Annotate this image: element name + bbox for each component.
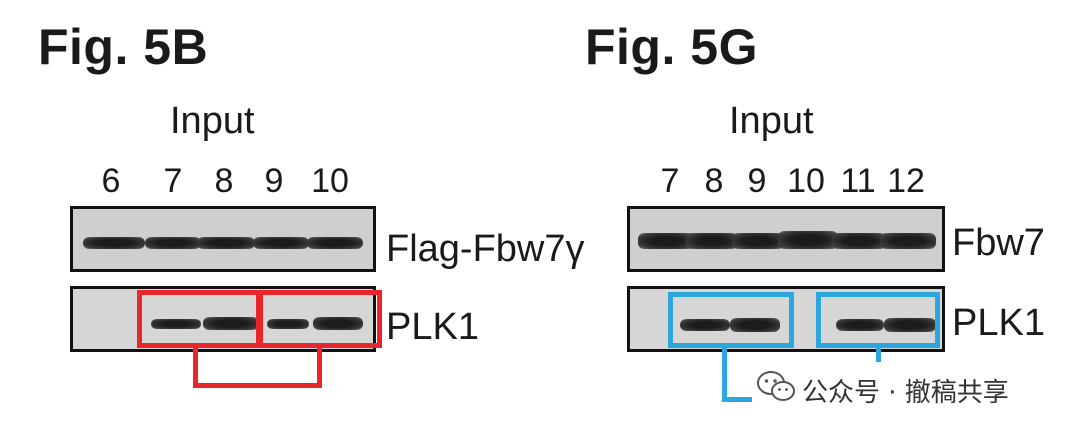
fig-5b-band [253, 237, 309, 249]
fig-5g-title: Fig. 5G [585, 19, 758, 75]
fig-5b-label-plk1: PLK1 [386, 306, 479, 348]
fig-5g-band [686, 233, 738, 249]
fig-5b-lane-7: 7 [163, 162, 183, 200]
fig-5g-highlight-connector-right [876, 346, 881, 362]
fig-5b-lane-10: 10 [311, 162, 349, 200]
fig-5g-highlight-right [816, 292, 940, 348]
fig-5g-lane-9: 9 [747, 162, 767, 200]
fig-5b-title: Fig. 5B [38, 19, 209, 75]
fig-5g-blot-fbw7 [627, 206, 945, 272]
fig-5g-band [732, 233, 784, 249]
fig-5g-blot-plk1 [627, 286, 945, 352]
fig-5g-band [730, 318, 780, 332]
fig-5g-band [680, 319, 730, 331]
fig-5g-band [880, 233, 936, 249]
fig-5b-lane-9: 9 [264, 162, 284, 200]
fig-5g-band [778, 231, 838, 249]
fig-5b-band [313, 317, 363, 330]
fig-5g-band [832, 233, 886, 249]
fig-5g-lane-7: 7 [660, 162, 680, 200]
fig-5g-lane-10: 10 [787, 162, 825, 200]
fig-5b-highlight-right [258, 290, 382, 348]
fig-5b-band [267, 319, 309, 329]
wechat-icon [757, 371, 795, 401]
fig-5g-highlight-left [668, 292, 794, 348]
fig-5b-blot-flag-fbw7 [70, 206, 376, 272]
fig-5b-lane-6: 6 [101, 162, 121, 200]
fig-5g-input-label: Input [729, 100, 814, 142]
fig-5g-lane-8: 8 [704, 162, 724, 200]
fig-5b-input-label: Input [170, 100, 255, 142]
fig-5b-band [307, 237, 363, 249]
fig-5b-band [197, 237, 255, 249]
fig-5b-highlight-connector [193, 346, 322, 388]
fig-5g-band [836, 319, 884, 331]
fig-5b-band [203, 317, 259, 330]
fig-5g-highlight-connector-bottom [722, 397, 752, 402]
fig-5b-band [83, 237, 145, 249]
fig-5b-lane-8: 8 [214, 162, 234, 200]
fig-5g-highlight-connector-left [722, 346, 727, 402]
fig-5g-label-fbw7: Fbw7 [952, 222, 1045, 264]
fig-5g-label-plk1: PLK1 [952, 302, 1045, 344]
fig-5b-highlight-left [137, 290, 261, 348]
fig-5g-band [884, 318, 936, 332]
fig-5b-label-flag-fbw7: Flag-Fbw7γ [386, 228, 585, 270]
fig-5g-band [638, 233, 694, 249]
fig-5g-lane-11: 11 [840, 162, 876, 200]
fig-5b-band [151, 319, 201, 329]
watermark-text: 公众号 · 撤稿共享 [802, 378, 1009, 408]
fig-5b-blot-plk1 [70, 286, 376, 352]
fig-5b-band [145, 237, 201, 249]
fig-5g-lane-12: 12 [887, 162, 925, 200]
